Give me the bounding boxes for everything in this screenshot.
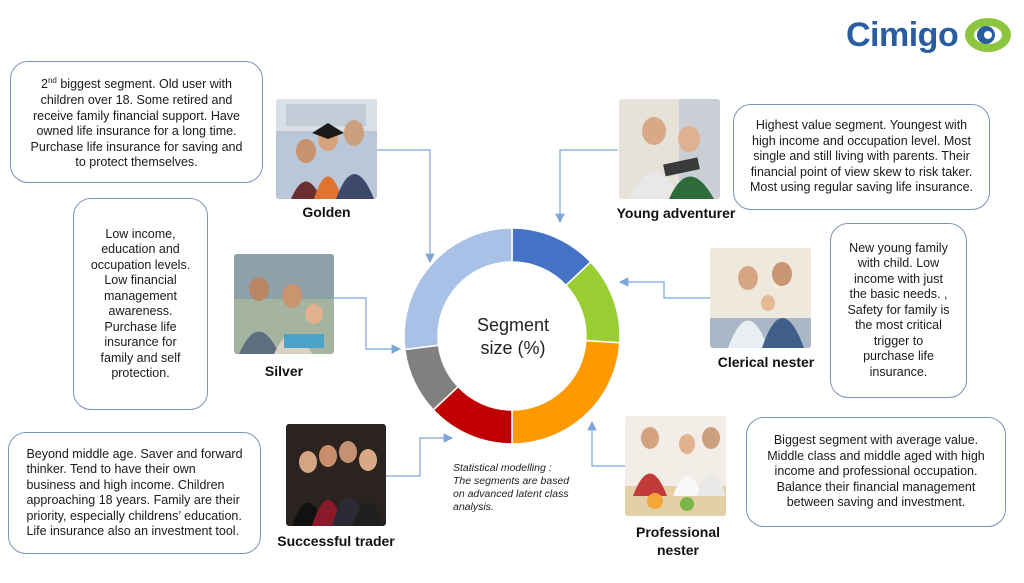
clerical-nester-line: Safety for family is [847, 302, 950, 317]
successful-trader-line: Life insurance also an investment tool. [26, 524, 240, 538]
golden-line: Purchase life insurance for saving and [30, 139, 243, 154]
silver-line: family and self [100, 350, 181, 365]
donut-center-label: Segment size (%) [458, 314, 568, 360]
successful-trader-photo [286, 424, 386, 526]
logo-eye-icon [965, 18, 1011, 52]
clerical-nester-line: the most critical [855, 318, 942, 333]
golden-line: to protect themselves. [75, 155, 198, 170]
successful-trader-line: thinker. Tend to have their own [26, 462, 196, 476]
professional-nester-line: income and professional occupation. [774, 464, 978, 479]
clerical-nester-line: the basic needs. , [849, 287, 948, 302]
young-adventurer-line: financial point of view skew to risk tak… [750, 164, 973, 179]
donut-slice-golden [403, 227, 513, 351]
connector-silver [333, 297, 402, 354]
professional-nester-label-line-1: Professional [635, 524, 721, 540]
golden-line: owned life insurance for a long time. [36, 124, 237, 139]
clerical-nester-photo [710, 248, 811, 348]
successful-trader-line: business and high income. Children [26, 477, 225, 492]
professional-nester-description: Biggest segment with average value. Midd… [746, 417, 1006, 527]
center-label-line-2: size (%) [480, 338, 546, 358]
silver-line: insurance for [104, 335, 177, 349]
young-adventurer-label: Young adventurer [616, 205, 736, 221]
connector-successful-trader [386, 433, 454, 477]
clerical-nester-label: Clerical nester [717, 354, 815, 370]
young-adventurer-line: Most using regular saving life insurance… [749, 180, 974, 195]
golden-photo [276, 99, 377, 199]
young-adventurer-line: Highest value segment. Youngest with [755, 118, 968, 133]
golden-line: receive family financial support. Have [32, 108, 241, 123]
cimigo-logo: Cimigo [846, 14, 1014, 56]
clerical-nester-description: New young family with child. Low income … [830, 223, 967, 398]
golden-description: 2nd biggest segment. Old user with child… [10, 61, 263, 183]
silver-line: education and [101, 242, 180, 256]
silver-line: awareness. [108, 304, 173, 318]
silver-line: Low financial [104, 273, 177, 287]
silver-line: Low income, [105, 226, 176, 241]
golden-label: Golden [302, 204, 351, 220]
note-line: The segments are based [453, 475, 570, 487]
silver-line: Purchase life [104, 319, 177, 334]
silver-line: management [104, 288, 177, 303]
successful-trader-line: priority, especially childrens’ educatio… [26, 508, 242, 523]
silver-line: protection. [111, 366, 170, 380]
clerical-nester-line: purchase life [863, 349, 934, 364]
clerical-nester-line: trigger to [873, 333, 924, 348]
silver-label: Silver [264, 363, 304, 379]
silver-photo [234, 254, 334, 354]
successful-trader-line: Beyond middle age. Saver and forward [26, 446, 243, 461]
young-adventurer-line: high income and occupation level. Most [752, 133, 971, 148]
professional-nester-line: Balance their financial management [776, 479, 976, 494]
successful-trader-description: Beyond middle age. Saver and forward thi… [8, 432, 261, 554]
connector-golden [377, 149, 435, 264]
note-line: Statistical modelling : [453, 462, 552, 474]
note-line: on advanced latent class [453, 488, 569, 500]
young-adventurer-photo [619, 99, 720, 199]
young-adventurer-description: Highest value segment. Youngest with hig… [733, 104, 990, 210]
professional-nester-line: Biggest segment with average value. [773, 433, 979, 448]
silver-line: occupation levels. [90, 257, 191, 272]
golden-line: children over 18. Some retired and [40, 93, 233, 108]
professional-nester-photo [625, 416, 726, 516]
professional-nester-label-line-2: nester [656, 542, 700, 558]
professional-nester-line: between saving and investment. [786, 495, 966, 510]
connector-young-adventurer [555, 149, 618, 224]
connector-clerical-nester [618, 277, 710, 299]
clerical-nester-line: insurance. [869, 364, 928, 379]
clerical-nester-line: with child. Low [857, 256, 940, 271]
young-adventurer-line: single and still living with parents. Th… [753, 149, 970, 164]
successful-trader-label: Successful trader [277, 533, 395, 549]
golden-line: 2nd biggest segment. Old user with [41, 76, 232, 92]
silver-description: Low income, education and occupation lev… [73, 198, 208, 410]
connector-professional-nester [587, 420, 625, 467]
clerical-nester-line: income with just [854, 271, 943, 286]
clerical-nester-line: New young family [849, 240, 948, 255]
professional-nester-line: Middle class and middle aged with high [767, 448, 985, 463]
center-label-line-1: Segment [476, 315, 550, 335]
logo-wordmark: Cimigo [846, 16, 959, 54]
professional-nester-label: Professional nester [622, 523, 734, 559]
successful-trader-line: approaching 18 years. Family are their [26, 493, 240, 507]
statistical-note: Statistical modelling : The segments are… [453, 462, 603, 514]
note-line: analysis. [453, 501, 494, 513]
